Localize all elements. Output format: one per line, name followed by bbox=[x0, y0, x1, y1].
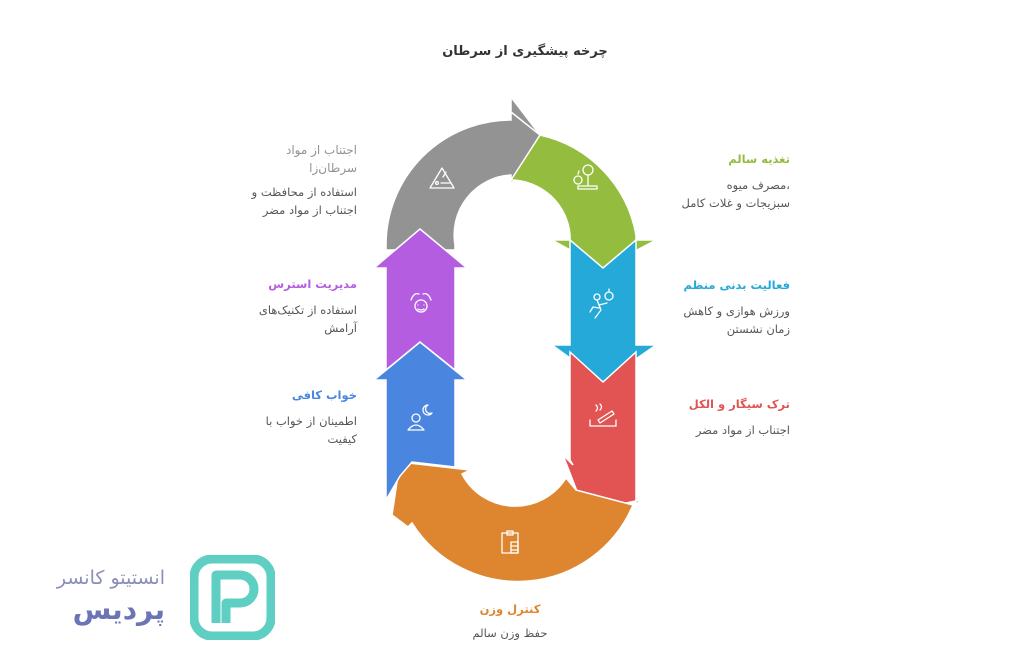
label-stress-management: مدیریت استرس استفاده از تکنیک‌های آرامش bbox=[227, 277, 357, 337]
diagram-title: چرخه پیشگیری از سرطان bbox=[442, 44, 608, 59]
label-healthy-nutrition: تغذیه سالم ،مصرف میوه سبزیجات و غلات کام… bbox=[660, 152, 790, 212]
cigarette-icon bbox=[589, 403, 617, 427]
clipboard-icon bbox=[501, 530, 519, 554]
desc-line: اطمینان از خواب با bbox=[265, 414, 357, 428]
desc-line: استفاده از تکنیک‌های bbox=[258, 303, 357, 317]
logo: انستیتو کانسر پردیس bbox=[25, 555, 275, 640]
running-stopwatch-icon bbox=[589, 288, 614, 319]
desc-line: کیفیت bbox=[327, 432, 357, 446]
heading: مدیریت استرس bbox=[268, 277, 357, 291]
desc-line: آرامش bbox=[324, 321, 357, 335]
label-weight-control: کنترل وزن حفظ وزن سالم bbox=[440, 602, 580, 640]
heading: ترک سیگار و الکل bbox=[688, 397, 790, 411]
label-regular-activity: فعالیت بدنی منظم ورزش هوازی و کاهش زمان … bbox=[660, 278, 790, 338]
desc-line: زمان نشستن bbox=[726, 322, 790, 336]
segment-regular-activity bbox=[549, 238, 659, 383]
label-enough-sleep: خواب کافی اطمینان از خواب با کیفیت bbox=[227, 388, 357, 448]
heading-line: اجتناب از مواد bbox=[285, 143, 357, 157]
label-avoid-carcinogens: اجتناب از مواد سرطان‌زا استفاده از محافظ… bbox=[227, 141, 357, 219]
desc-line: اجتناب از مواد مضر bbox=[262, 203, 357, 217]
desc-line: حفظ وزن سالم bbox=[472, 626, 548, 640]
segment-weight-control bbox=[391, 461, 635, 583]
scale-apple-icon bbox=[573, 164, 598, 190]
desc-line: ورزش هوازی و کاهش bbox=[683, 304, 790, 318]
logo-icon bbox=[190, 555, 275, 640]
sleep-moon-icon bbox=[407, 404, 433, 431]
calm-face-icon bbox=[410, 292, 432, 313]
heading: تغذیه سالم bbox=[728, 152, 790, 166]
desc-line: ،مصرف میوه bbox=[726, 178, 790, 192]
desc-line: استفاده از محافظت و bbox=[251, 185, 357, 199]
warning-triangle-icon bbox=[429, 167, 455, 189]
desc-line: اجتناب از مواد مضر bbox=[695, 423, 790, 437]
heading: خواب کافی bbox=[291, 388, 357, 402]
segment-enough-sleep bbox=[371, 341, 470, 503]
heading: کنترل وزن bbox=[479, 602, 541, 616]
logo-line1: انستیتو کانسر bbox=[56, 567, 165, 589]
heading-line: سرطان‌زا bbox=[309, 161, 357, 175]
desc-line: سبزیجات و غلات کامل bbox=[681, 196, 790, 210]
logo-line2: پردیس bbox=[72, 593, 165, 626]
segment-avoid-carcinogens bbox=[385, 94, 541, 251]
heading: فعالیت بدنی منظم bbox=[683, 278, 790, 292]
label-quit-smoking: ترک سیگار و الکل اجتناب از مواد مضر bbox=[660, 397, 790, 439]
